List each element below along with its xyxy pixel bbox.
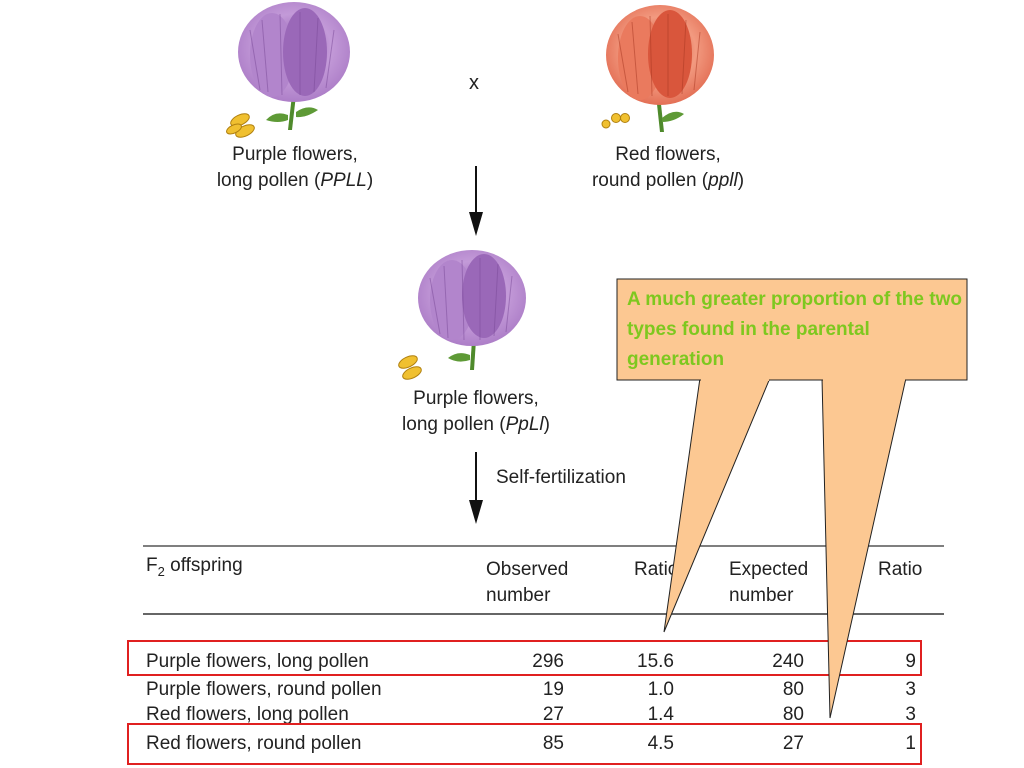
- row-observed: 27: [542, 704, 564, 725]
- row-expected-ratio: 1: [905, 733, 916, 754]
- table-row: Red flowers, long pollen 27 1.4 80 3: [146, 703, 926, 727]
- row-phenotype: Purple flowers, round pollen: [146, 679, 382, 700]
- row-expected-ratio: 3: [905, 679, 916, 700]
- table-row: Red flowers, round pollen 85 4.5 27 1: [146, 732, 926, 756]
- callout-text: A much greater proportion of the two typ…: [627, 289, 962, 370]
- row-expected-ratio: 9: [905, 651, 916, 672]
- row-observed: 296: [532, 651, 564, 672]
- row-expected-ratio: 3: [905, 704, 916, 725]
- f1-label: Purple flowers, long pollen (PpLl): [402, 388, 550, 435]
- round-pollen-right: [601, 113, 630, 129]
- header-observed-number: Observed number: [486, 559, 569, 606]
- down-arrow-1: [469, 166, 483, 236]
- row-expected: 27: [782, 733, 804, 754]
- row-expected: 80: [782, 679, 804, 700]
- row-expected: 80: [782, 704, 804, 725]
- row-phenotype: Red flowers, long pollen: [146, 704, 349, 725]
- row-observed-ratio: 15.6: [637, 651, 674, 672]
- long-pollen-f1: [398, 355, 422, 380]
- table-row: Purple flowers, round pollen 19 1.0 80 3: [146, 678, 926, 702]
- header-expected-number: Expected number: [729, 559, 809, 606]
- header-ratio-2: Ratio: [878, 559, 923, 580]
- cross-symbol: x: [469, 72, 479, 94]
- purple-flower-f1: [418, 250, 526, 370]
- parent-right-label: Red flowers, round pollen (ppll): [591, 144, 745, 191]
- purple-flower-parent: [238, 2, 350, 130]
- row-expected: 240: [772, 651, 804, 672]
- row-observed-ratio: 4.5: [647, 733, 674, 754]
- row-observed-ratio: 1.0: [647, 679, 674, 700]
- header-f2-offspring: F2 offspring: [146, 555, 243, 579]
- long-pollen-left: [226, 113, 255, 138]
- row-phenotype: Red flowers, round pollen: [146, 733, 362, 754]
- row-observed-ratio: 1.4: [647, 704, 674, 725]
- parent-left-label: Purple flowers, long pollen (PPLL): [216, 144, 374, 191]
- highlight-box-purple-long: [127, 640, 922, 676]
- row-observed: 19: [542, 679, 564, 700]
- header-ratio-1: Ratio: [634, 559, 679, 580]
- row-observed: 85: [542, 733, 564, 754]
- table-row: Purple flowers, long pollen 296 15.6 240…: [146, 650, 926, 674]
- down-arrow-2: [469, 452, 483, 524]
- red-flower-parent: [606, 5, 714, 132]
- self-fertilization-label: Self-fertilization: [496, 467, 626, 488]
- row-phenotype: Purple flowers, long pollen: [146, 651, 369, 672]
- highlight-box-red-round: [127, 723, 922, 765]
